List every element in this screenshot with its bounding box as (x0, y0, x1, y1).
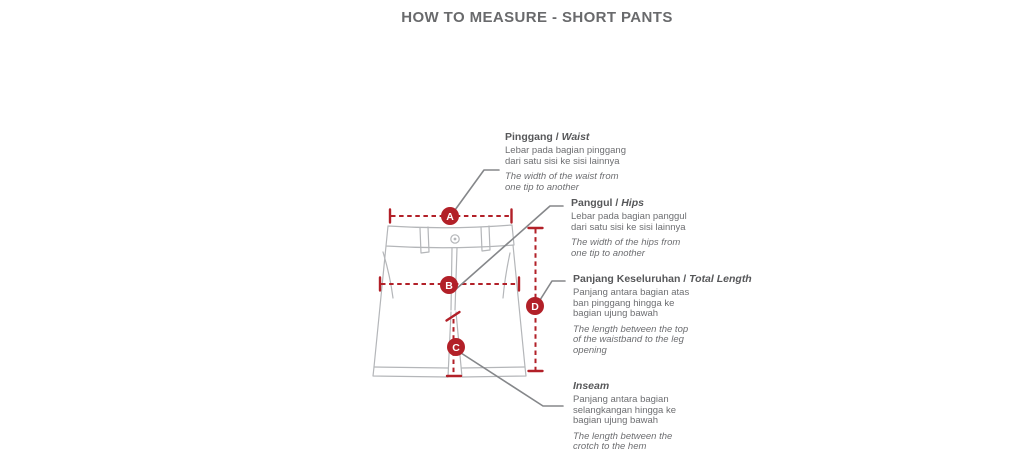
section-heading-hips: Panggul / Hips (571, 197, 644, 209)
section-heading-inseam: Inseam (573, 380, 610, 392)
measurement-section-waist: Pinggang / Waist Lebar pada bagian pingg… (505, 131, 626, 193)
waistband-outline (385, 224, 515, 249)
measurement-section-total-length: Panjang Keseluruhan / Total Length Panja… (573, 273, 752, 356)
hem-stitch-right (461, 366, 526, 369)
section-desc-id: Panjang antara bagian atas ban pinggang … (573, 287, 690, 319)
marker-a-letter: A (446, 211, 454, 223)
marker-b: B (440, 276, 458, 294)
marker-d-letter: D (531, 301, 539, 313)
leader-line-d (539, 280, 566, 301)
section-desc-en: The length between the top of the waistb… (573, 323, 689, 356)
marker-c: C (447, 338, 465, 356)
marker-c-letter: C (452, 342, 460, 354)
left-outer-edge (372, 245, 452, 378)
pocket-left (382, 251, 394, 299)
button-center (453, 237, 457, 241)
section-desc-en: The width of the waist from one tip to a… (505, 171, 619, 193)
section-heading-waist: Pinggang / Waist (505, 131, 590, 143)
belt-loop-left (419, 226, 430, 254)
section-heading-total-length: Panjang Keseluruhan / Total Length (573, 273, 752, 285)
measure-line-d (527, 226, 544, 373)
marker-d: D (526, 297, 544, 315)
marker-b-letter: B (445, 280, 453, 292)
section-desc-id: Lebar pada bagian panggul dari satu sisi… (571, 211, 687, 233)
leader-line-c (460, 352, 564, 407)
pocket-right (502, 252, 511, 299)
short-pants-illustration (372, 224, 527, 378)
section-desc-id: Panjang antara bagian selangkangan hingg… (573, 394, 677, 426)
section-desc-en: The length between the crotch to the hem (573, 430, 673, 452)
section-desc-id: Lebar pada bagian pinggang dari satu sis… (505, 145, 626, 167)
measurement-section-inseam: Inseam Panjang antara bagian selangkanga… (573, 380, 676, 453)
button-icon (450, 234, 460, 244)
marker-a: A (441, 207, 459, 225)
right-outer-edge (455, 244, 527, 378)
belt-loop-right (480, 225, 491, 252)
page-title: HOW TO MEASURE - SHORT PANTS (401, 9, 673, 26)
measurement-section-hips: Panggul / Hips Lebar pada bagian panggul… (571, 197, 687, 259)
leader-line-b (454, 205, 564, 291)
hem-stitch-left (373, 366, 449, 369)
section-desc-en: The width of the hips from one tip to an… (571, 237, 681, 259)
leader-line-a (454, 169, 500, 211)
